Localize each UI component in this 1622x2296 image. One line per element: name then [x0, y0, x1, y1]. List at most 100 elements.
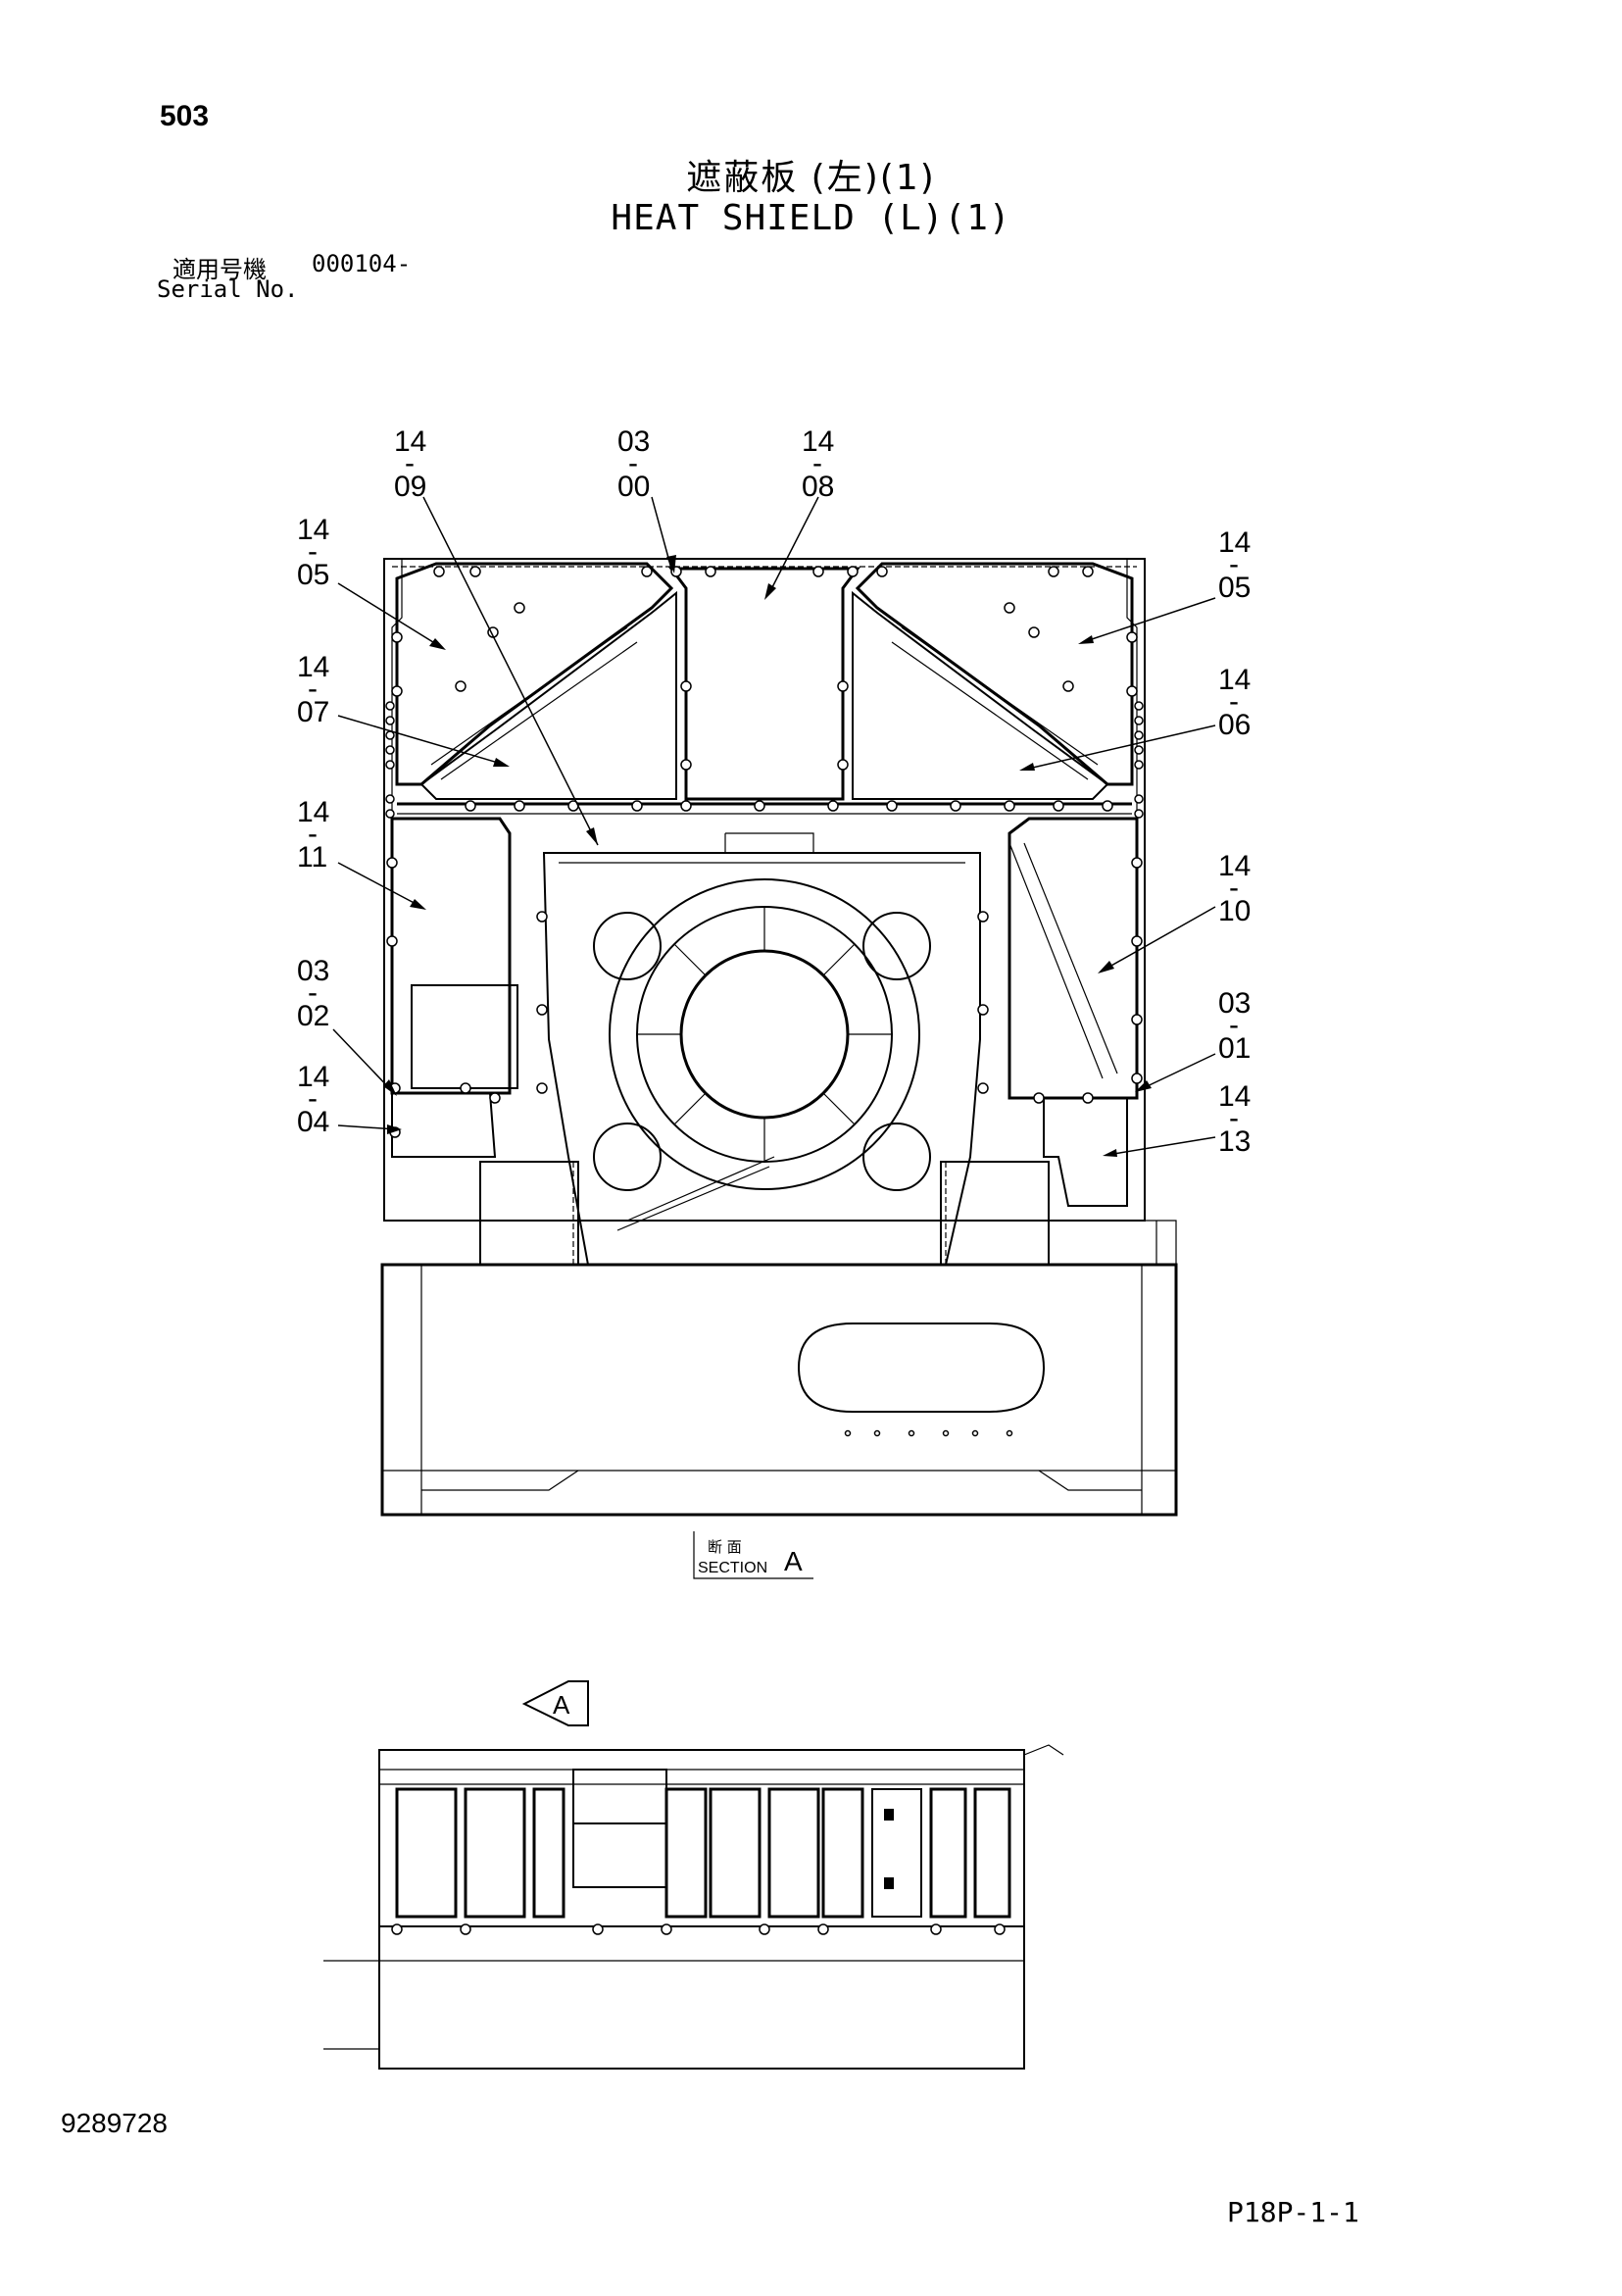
shield-panel-1408 — [668, 567, 860, 801]
callout-1410: 14 - 10 — [1218, 850, 1251, 927]
callout-1404-bottom: 04 — [297, 1106, 329, 1138]
title-japanese: 遮蔽板 (左)(1) — [686, 158, 936, 198]
callout-1413-dash: - — [1229, 1102, 1239, 1134]
view-marker-a: A — [521, 1680, 589, 1726]
plate-0302 — [411, 984, 518, 1089]
base-tank-lines — [382, 1265, 1176, 1515]
shield-panel-1406 — [852, 590, 1109, 800]
callout-1406-top: 14 — [1218, 664, 1251, 696]
callout-1411: 14 - 11 — [297, 796, 329, 873]
callout-0302: 03 - 02 — [297, 955, 329, 1032]
side-view-feet — [391, 1923, 1006, 1935]
serial-label-english: Serial No. — [157, 275, 299, 303]
center-housing — [542, 852, 981, 1266]
lobe-lower-left — [593, 1123, 662, 1191]
view-marker-letter: A — [553, 1690, 570, 1720]
serial-label-japanese: 適用号機 — [172, 256, 267, 283]
side-panels-left — [395, 1787, 565, 1919]
callout-1405-right-dash: - — [1229, 548, 1239, 580]
front-view-section-a — [380, 558, 1178, 1517]
shield-panel-1407 — [419, 590, 677, 800]
callout-0302-dash: - — [308, 976, 318, 1009]
callout-0301-top: 03 — [1218, 987, 1251, 1020]
bracket-1404 — [391, 1092, 497, 1158]
base-bolt-row — [844, 1429, 1013, 1437]
callout-1406-bottom: 06 — [1218, 709, 1251, 741]
side-view-base — [378, 1926, 1025, 2070]
lobe-upper-right — [862, 912, 931, 980]
callout-1413: 14 - 13 — [1218, 1080, 1251, 1158]
callout-1406: 14 - 06 — [1218, 664, 1251, 741]
callout-1409-top: 14 — [394, 425, 426, 458]
callout-0301-bottom: 01 — [1218, 1032, 1251, 1065]
inspection-cover — [797, 1323, 1046, 1413]
callout-1413-top: 14 — [1218, 1080, 1251, 1113]
section-label-letter: A — [784, 1546, 803, 1576]
side-square-upper — [884, 1809, 894, 1821]
callout-0301: 03 - 01 — [1218, 987, 1251, 1065]
callout-1410-dash: - — [1229, 872, 1239, 904]
callout-0300: 03 - 00 — [617, 425, 650, 503]
base-tank — [380, 1263, 1178, 1517]
callout-1405-left-dash: - — [308, 535, 318, 568]
side-square-lower — [884, 1877, 894, 1889]
callout-1405-left: 14 - 05 — [297, 514, 329, 591]
callout-1404-dash: - — [308, 1082, 318, 1115]
callout-1405-left-top: 14 — [297, 514, 329, 546]
frame-side-detail — [391, 559, 1138, 814]
callout-1409: 14 - 09 — [394, 425, 426, 503]
callout-0302-top: 03 — [297, 955, 329, 987]
serial-value: 000104- — [312, 250, 412, 277]
shield-panel-1405-left — [395, 562, 674, 786]
callout-1408-dash: - — [812, 447, 822, 479]
gear-ring-outer — [609, 878, 920, 1190]
shield-bolts — [386, 566, 1143, 1138]
callout-leaders — [332, 496, 1216, 1157]
side-view — [323, 1744, 1064, 2070]
drawing-number: 9289728 — [61, 2108, 169, 2138]
callout-1411-dash: - — [308, 818, 318, 850]
lobe-lower-right — [862, 1123, 931, 1191]
callout-1405-right: 14 - 05 — [1218, 526, 1251, 604]
section-label-en: SECTION — [698, 1560, 767, 1576]
view-marker-arrow — [521, 1680, 589, 1726]
callout-1407-dash: - — [308, 673, 318, 705]
shield-panel-1411 — [390, 817, 512, 1095]
callout-1404: 14 - 04 — [297, 1061, 329, 1138]
callout-1405-right-top: 14 — [1218, 526, 1251, 559]
callout-1407-bottom: 07 — [297, 696, 329, 728]
section-label-frame — [693, 1531, 813, 1579]
side-center-box — [572, 1769, 667, 1888]
callout-0301-dash: - — [1229, 1009, 1239, 1041]
page-number: 503 — [160, 100, 210, 132]
callout-1405-right-bottom: 05 — [1218, 572, 1251, 604]
side-detail-box — [871, 1788, 922, 1918]
callout-0300-bottom: 00 — [617, 471, 650, 503]
top-mount-block — [724, 832, 814, 853]
right-side-post — [1142, 1220, 1177, 1265]
callout-0300-dash: - — [628, 447, 638, 479]
gear-hub — [679, 949, 850, 1120]
callout-1407: 14 - 07 — [297, 651, 329, 728]
callout-1413-bottom: 13 — [1218, 1125, 1251, 1158]
slanted-bar-right — [1008, 842, 1118, 1079]
callout-1411-top: 14 — [297, 796, 329, 828]
diagonal-braces — [430, 626, 1099, 780]
callout-1406-dash: - — [1229, 685, 1239, 718]
foot-hidden-lines — [572, 1162, 947, 1265]
side-panels-right — [929, 1787, 1011, 1919]
callout-1407-top: 14 — [297, 651, 329, 683]
callout-1405-left-bottom: 05 — [297, 559, 329, 591]
section-a-label: 断 面 SECTION A — [693, 1531, 813, 1579]
callout-0300-top: 03 — [617, 425, 650, 458]
center-link-rod — [616, 1156, 775, 1231]
left-edge-bolt-column — [385, 701, 1144, 819]
callout-1409-dash: - — [405, 447, 415, 479]
side-view-hook — [1023, 1744, 1064, 1756]
callout-1410-top: 14 — [1218, 850, 1251, 882]
callout-1404-top: 14 — [297, 1061, 329, 1093]
side-view-top-rails — [379, 1769, 1024, 1785]
side-view-frame — [378, 1749, 1025, 1927]
title-english: HEAT SHIELD (L)(1) — [611, 198, 1011, 238]
